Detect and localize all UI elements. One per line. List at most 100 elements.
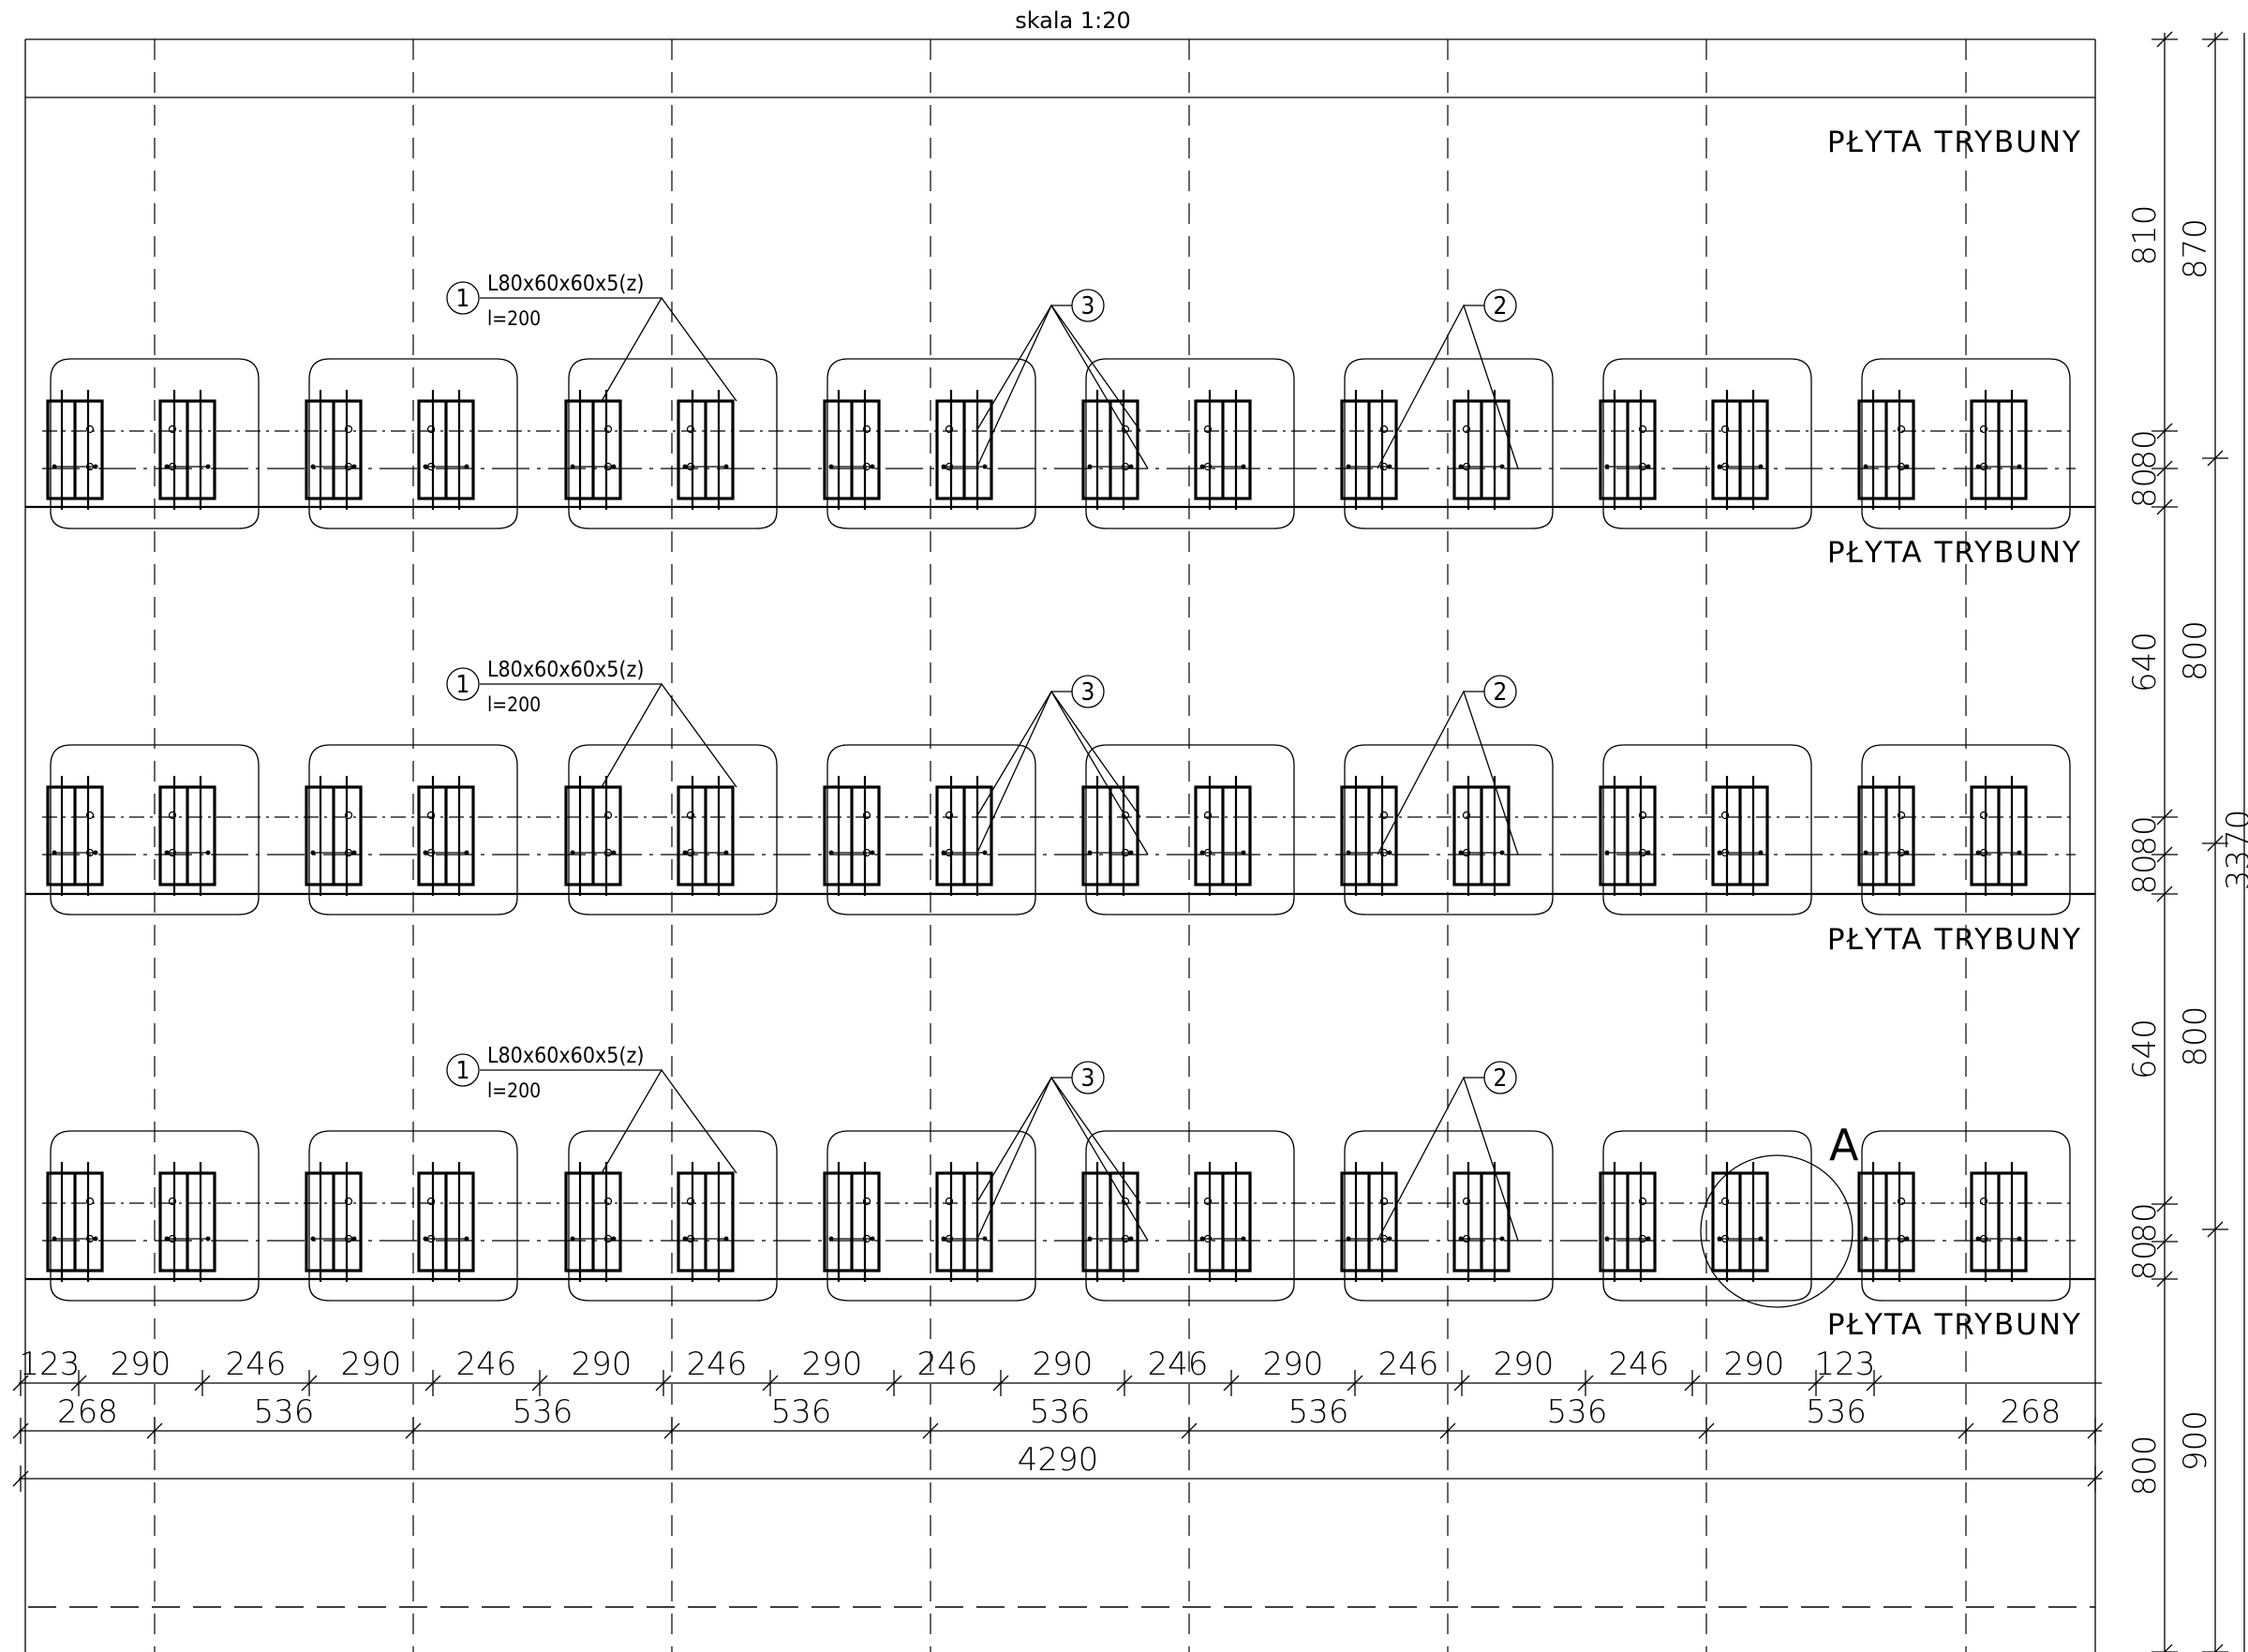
bolt-dot bbox=[423, 464, 428, 469]
bolt-hole bbox=[1462, 811, 1471, 820]
bolt-dot bbox=[1645, 1236, 1651, 1242]
bolt-dot bbox=[351, 850, 357, 856]
plate-group bbox=[1340, 1130, 1554, 1302]
bolt-dot bbox=[1199, 464, 1205, 469]
steel-plate bbox=[1452, 1162, 1511, 1282]
steel-plate bbox=[305, 776, 363, 896]
steel-plate bbox=[564, 776, 622, 896]
grout-pad-outline bbox=[826, 358, 1036, 529]
plate-group bbox=[46, 744, 260, 915]
steel-plate bbox=[46, 776, 104, 896]
dim-label: 290 bbox=[572, 1346, 633, 1383]
bolt-hole bbox=[1897, 1197, 1906, 1206]
bolt-dot bbox=[1717, 1236, 1722, 1242]
bolt-hole bbox=[168, 424, 177, 434]
profile-length-label: l=200 bbox=[487, 693, 541, 716]
steel-plate bbox=[677, 776, 735, 896]
steel-plate bbox=[1599, 1162, 1657, 1282]
bolt-dot bbox=[611, 1236, 617, 1242]
bolt-dot bbox=[1904, 850, 1910, 856]
bolt-dot bbox=[1241, 1236, 1246, 1242]
dim-label: 268 bbox=[2001, 1393, 2062, 1431]
steel-plate bbox=[935, 776, 993, 896]
bolt-dot bbox=[828, 464, 834, 469]
plate-group bbox=[564, 744, 778, 915]
grout-pad-outline bbox=[1344, 1130, 1554, 1302]
dim-label: 246 bbox=[1609, 1346, 1670, 1383]
steel-plate bbox=[564, 390, 622, 510]
bolt-dot bbox=[723, 1236, 729, 1242]
marker-2-label: 2 bbox=[1494, 678, 1508, 707]
marker-1-label: 1 bbox=[456, 285, 470, 313]
plate-group bbox=[823, 744, 1036, 915]
bolt-dot bbox=[1241, 464, 1246, 469]
steel-plate bbox=[1452, 390, 1511, 510]
steel-plate bbox=[1857, 776, 1915, 896]
steel-plate bbox=[935, 1162, 993, 1282]
bolt-dot bbox=[1717, 464, 1722, 469]
bolt-hole bbox=[686, 811, 695, 820]
connection-row-3 bbox=[42, 1130, 2076, 1302]
bolt-dot bbox=[870, 464, 875, 469]
plate-group bbox=[1857, 358, 2071, 529]
dim-vertical-label: 80 bbox=[2126, 854, 2164, 894]
dim-vertical-label: 640 bbox=[2126, 632, 2164, 692]
profile-section-label: L80x60x60x5(z) bbox=[487, 658, 644, 682]
dim-label: 536 bbox=[1030, 1393, 1091, 1431]
bolt-dot bbox=[1128, 1236, 1134, 1242]
bolt-dot bbox=[205, 464, 211, 469]
bolt-dot bbox=[1758, 850, 1764, 856]
bolt-dot bbox=[464, 464, 469, 469]
bolt-dot bbox=[1499, 850, 1505, 856]
bolt-hole bbox=[862, 1197, 871, 1206]
bolt-dot bbox=[1904, 464, 1910, 469]
bolt-dot bbox=[205, 1236, 211, 1242]
bolt-dot bbox=[1645, 850, 1651, 856]
plate-group bbox=[1857, 744, 2071, 915]
grout-pad-outline bbox=[1085, 744, 1295, 915]
bolt-hole bbox=[426, 1197, 436, 1206]
bolt-dot bbox=[682, 850, 688, 856]
steel-plate bbox=[1340, 776, 1398, 896]
grout-pad-outline bbox=[826, 744, 1036, 915]
steel-plate bbox=[677, 390, 735, 510]
bolt-hole bbox=[1121, 1197, 1130, 1206]
bolt-dot bbox=[1128, 850, 1134, 856]
dim-label: 268 bbox=[57, 1393, 118, 1431]
bolt-dot bbox=[1346, 850, 1351, 856]
marker-3-label: 3 bbox=[1081, 678, 1095, 707]
bolt-dot bbox=[423, 1236, 428, 1242]
bolt-hole bbox=[603, 811, 613, 820]
bolt-dot bbox=[1087, 1236, 1093, 1242]
bolt-dot bbox=[310, 464, 316, 469]
bolt-dot bbox=[1758, 464, 1764, 469]
marker-1-circle bbox=[446, 667, 480, 701]
plate-group bbox=[1599, 358, 1812, 529]
steel-plate bbox=[158, 776, 216, 896]
leader-lines bbox=[601, 682, 737, 788]
plate-group bbox=[1857, 1130, 2071, 1302]
leader-lines bbox=[975, 1076, 1149, 1242]
bolt-dot bbox=[1904, 1236, 1910, 1242]
drawing-scale-title: skala 1:20 bbox=[1015, 7, 1131, 34]
leader-lines bbox=[975, 304, 1141, 432]
leader-lines bbox=[601, 296, 737, 402]
bolt-dot bbox=[1975, 1236, 1981, 1242]
dim-vertical-label: 800 bbox=[2177, 620, 2214, 681]
dim-label: 290 bbox=[1033, 1346, 1094, 1383]
bolt-hole bbox=[1638, 811, 1647, 820]
marker-3-label: 3 bbox=[1081, 1064, 1095, 1093]
bolt-hole bbox=[1121, 424, 1130, 434]
bolt-dot bbox=[351, 1236, 357, 1242]
bolt-hole bbox=[1979, 811, 1988, 820]
dim-vertical-total: 3370 bbox=[2220, 810, 2248, 891]
bolt-hole bbox=[1979, 424, 1988, 434]
grout-pad-outline bbox=[1085, 1130, 1295, 1302]
bolt-hole bbox=[168, 811, 177, 820]
steel-plate bbox=[1599, 776, 1657, 896]
dim-vertical-label: 800 bbox=[2126, 1436, 2164, 1496]
steel-plate bbox=[677, 1162, 735, 1282]
